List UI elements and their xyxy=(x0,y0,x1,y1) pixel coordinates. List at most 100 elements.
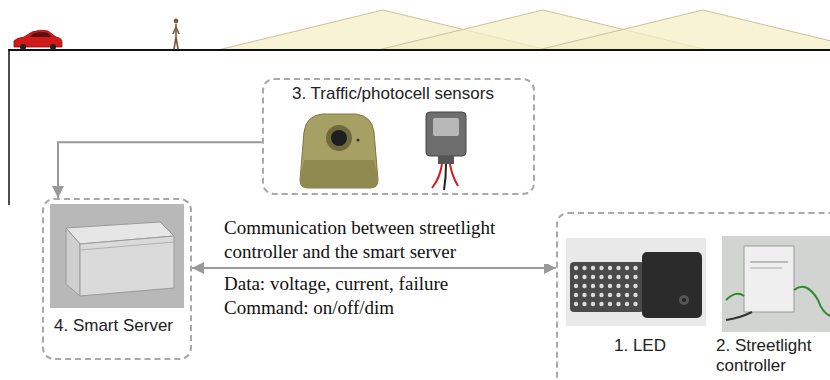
frame-line xyxy=(8,50,10,205)
connector-arrow xyxy=(192,267,556,269)
led-chip xyxy=(582,293,586,297)
note-text: Command: on/off/dim xyxy=(222,296,396,320)
led-chip xyxy=(608,275,612,279)
controller-module xyxy=(744,246,794,312)
car-wheel xyxy=(50,44,56,50)
dashed-group-box: 4. Smart Server xyxy=(42,198,192,360)
pedestrian-icon xyxy=(173,19,179,49)
enclosure-front xyxy=(80,236,174,296)
node-label: 4. Smart Server xyxy=(54,316,173,336)
pedestrian-arm xyxy=(176,27,179,34)
car-wheel xyxy=(20,44,26,50)
server-picture xyxy=(50,204,184,308)
led-chip xyxy=(599,284,603,288)
photo-ground xyxy=(50,204,184,308)
led-chip xyxy=(574,284,578,288)
led-chip xyxy=(591,284,595,288)
led-chip xyxy=(574,275,578,279)
led-chip xyxy=(574,302,578,306)
node-label: 1. LED xyxy=(614,336,666,356)
led-chip xyxy=(625,266,629,270)
led-chip xyxy=(599,266,603,270)
note-text: Data: voltage, current, failure xyxy=(222,272,450,296)
sensor-dot xyxy=(357,139,360,142)
led-chip xyxy=(633,302,637,306)
road-line xyxy=(8,49,830,51)
wire-red xyxy=(450,164,458,186)
led-array xyxy=(574,266,638,306)
photocell-body xyxy=(426,112,466,156)
led-chip xyxy=(574,266,578,270)
led-chip xyxy=(616,284,620,288)
led-chip xyxy=(633,275,637,279)
led-chip xyxy=(582,302,586,306)
wire-red xyxy=(432,164,442,188)
led-chip xyxy=(633,284,637,288)
wire-green xyxy=(794,287,830,316)
dashed-group-box: 3. Traffic/photocell sensors xyxy=(262,78,535,195)
sensor-lens xyxy=(331,130,347,146)
node-label: 2. Streetlight controller xyxy=(716,336,824,377)
driver-housing xyxy=(642,252,702,318)
led-chip xyxy=(591,275,595,279)
module-print xyxy=(750,268,782,269)
wire-black xyxy=(444,164,446,190)
car-window xyxy=(30,32,52,37)
led-chip xyxy=(599,275,603,279)
edge-label: Communication between streetlight contro… xyxy=(222,216,548,264)
led-panel xyxy=(570,262,644,312)
light-cones xyxy=(218,10,830,50)
led-chip xyxy=(633,266,637,270)
pedestrian-head xyxy=(174,19,179,24)
led-chip xyxy=(608,293,612,297)
led-chip xyxy=(608,302,612,306)
photocell-picture xyxy=(426,112,466,190)
driver-plug-core xyxy=(682,298,686,302)
led-chip xyxy=(633,293,637,297)
photocell-window xyxy=(433,118,459,136)
led-chip xyxy=(591,293,595,297)
led-chip xyxy=(582,266,586,270)
car-icon xyxy=(14,30,62,50)
traffic-sensor-picture xyxy=(300,114,378,188)
light-cone xyxy=(538,10,830,50)
led-chip xyxy=(625,275,629,279)
led-chip xyxy=(599,302,603,306)
photo-ground xyxy=(566,238,706,326)
led-picture xyxy=(566,238,706,326)
node-label: 3. Traffic/photocell sensors xyxy=(292,84,494,104)
led-chip xyxy=(616,266,620,270)
led-chip xyxy=(582,284,586,288)
enclosure-side xyxy=(66,228,80,296)
led-chip xyxy=(625,302,629,306)
led-chip xyxy=(616,302,620,306)
led-chip xyxy=(625,284,629,288)
module-print xyxy=(750,262,788,263)
connector-arrow xyxy=(58,142,262,198)
led-chip xyxy=(608,284,612,288)
led-chip xyxy=(582,275,586,279)
led-chip xyxy=(608,266,612,270)
sensor-lens-ring xyxy=(326,125,352,151)
controller-picture xyxy=(722,236,830,332)
pedestrian-body xyxy=(175,24,177,37)
led-chip xyxy=(616,275,620,279)
sensor-housing xyxy=(300,114,378,188)
dashed-group-box: 1. LED 2. Streetlight controller xyxy=(556,212,830,380)
photocell-base xyxy=(438,156,454,164)
sensor-shade xyxy=(300,160,378,188)
driver-plug xyxy=(679,295,689,305)
wire-black xyxy=(726,312,752,320)
led-chip xyxy=(574,293,578,297)
led-chip xyxy=(616,293,620,297)
led-chip xyxy=(599,293,603,297)
car-body xyxy=(14,30,62,47)
wire-green xyxy=(726,294,744,300)
pedestrian-leg xyxy=(176,37,178,49)
led-chip xyxy=(591,266,595,270)
enclosure-seam xyxy=(80,242,174,250)
led-chip xyxy=(625,293,629,297)
led-chip xyxy=(591,302,595,306)
photo-ground xyxy=(722,236,830,332)
